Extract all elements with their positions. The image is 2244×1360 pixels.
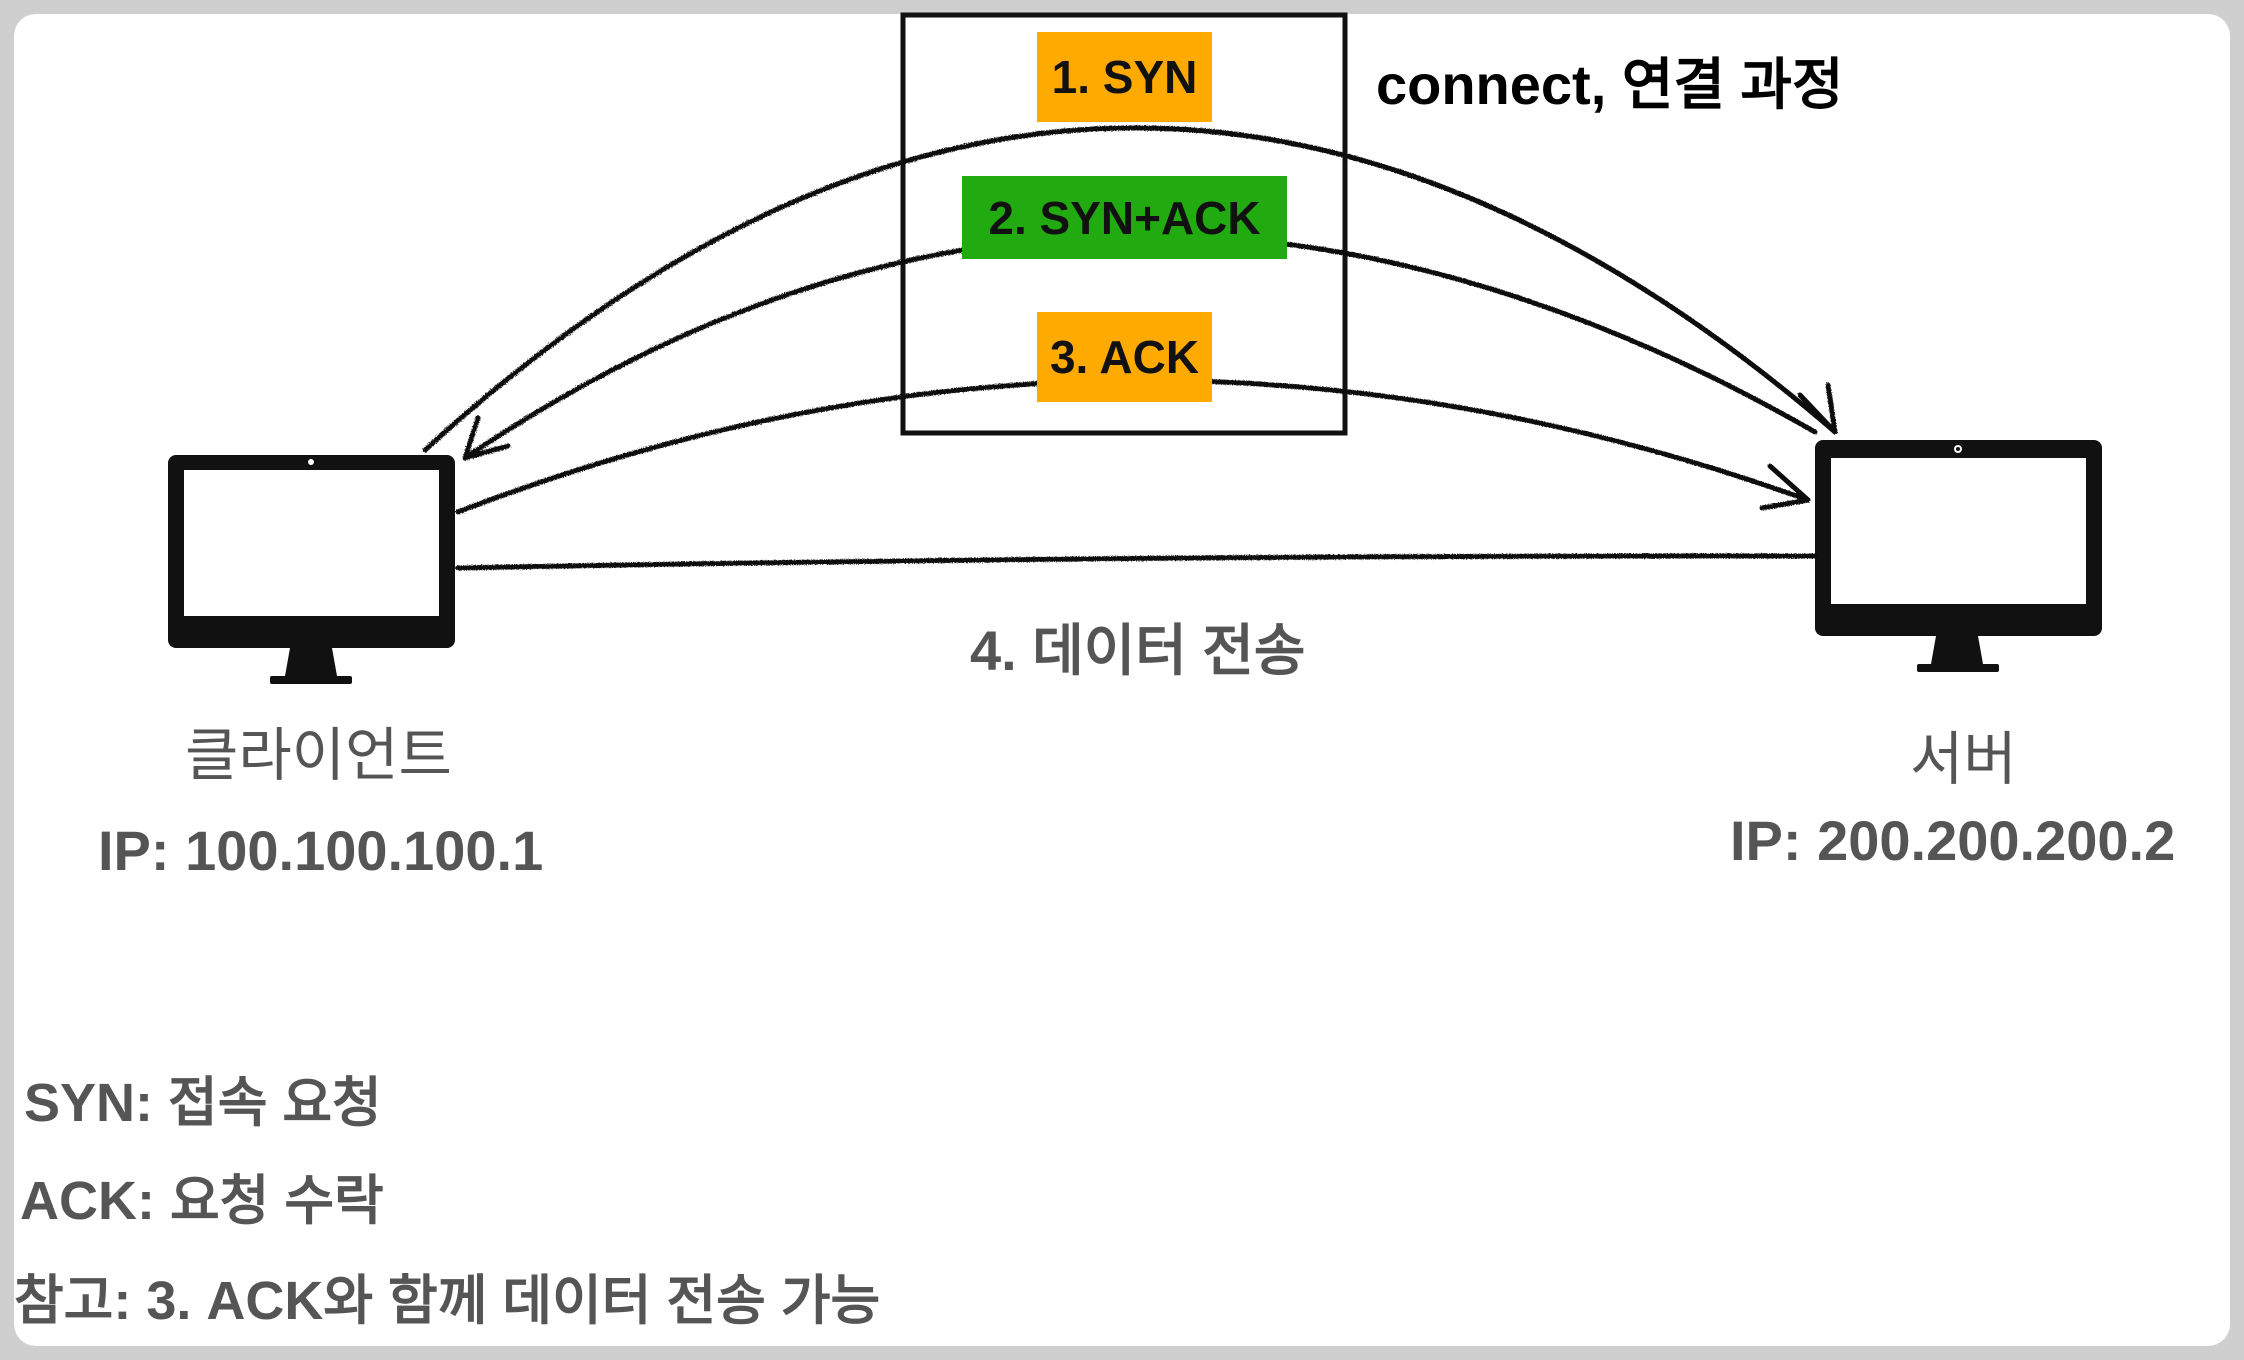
server-name: 서버 (1910, 727, 2017, 792)
server-monitor-icon (1815, 440, 2102, 672)
note-ack: ACK: 요청 수락 (20, 1171, 384, 1231)
server-ip: IP: 200.200.200.2 (1730, 809, 2176, 872)
step-syn-label: 1. SYN (1051, 51, 1198, 103)
syn-ack-arrowhead (462, 415, 511, 461)
step-syn-tag: 1. SYN (1037, 32, 1212, 122)
data-transfer-line (455, 553, 1818, 571)
data-transfer-label: 4. 데이터 전송 (970, 619, 1306, 682)
client-ip: IP: 100.100.100.1 (98, 819, 544, 882)
step-ack-tag: 3. ACK (1037, 312, 1212, 402)
step-syn-ack-label: 2. SYN+ACK (988, 191, 1261, 244)
step-ack-label: 3. ACK (1049, 331, 1200, 383)
syn-arrow (422, 125, 1838, 453)
note-reference: 참고: 3. ACK와 함께 데이터 전송 가능 (14, 1271, 881, 1331)
ack-arrowhead (1759, 463, 1811, 511)
note-syn: SYN: 접속 요청 (24, 1073, 382, 1133)
client-monitor-icon (168, 455, 455, 684)
syn-arrowhead (1797, 382, 1838, 435)
step-syn-ack-tag: 2. SYN+ACK (962, 176, 1287, 259)
connect-label: connect, 연결 과정 (1376, 53, 1844, 116)
handshake-frame (900, 12, 1348, 436)
client-name: 클라이언트 (185, 723, 452, 788)
